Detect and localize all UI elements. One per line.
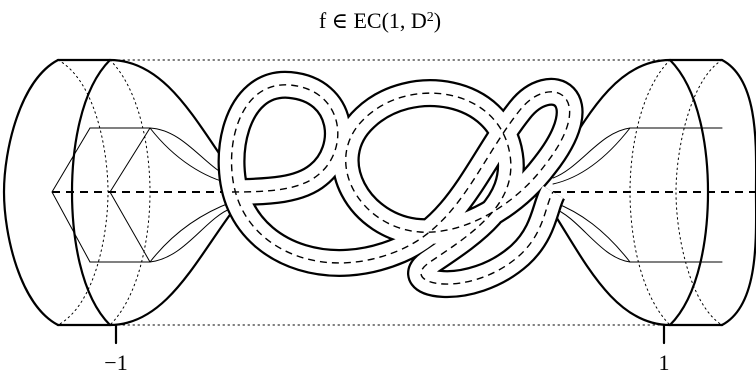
figure-title: f ∈ EC(1, D2) — [319, 8, 441, 33]
right-axis-label: 1 — [659, 350, 670, 375]
left-axis-label: −1 — [104, 350, 127, 375]
right-cylinder — [551, 58, 756, 345]
left-cylinder — [2, 58, 234, 345]
knotted-tube — [217, 70, 584, 298]
title-suffix: ) — [434, 8, 441, 33]
title-superscript: 2 — [427, 10, 434, 25]
title-prefix: f ∈ EC(1, D — [319, 8, 427, 33]
bounding-dotted-lines — [57, 59, 723, 326]
